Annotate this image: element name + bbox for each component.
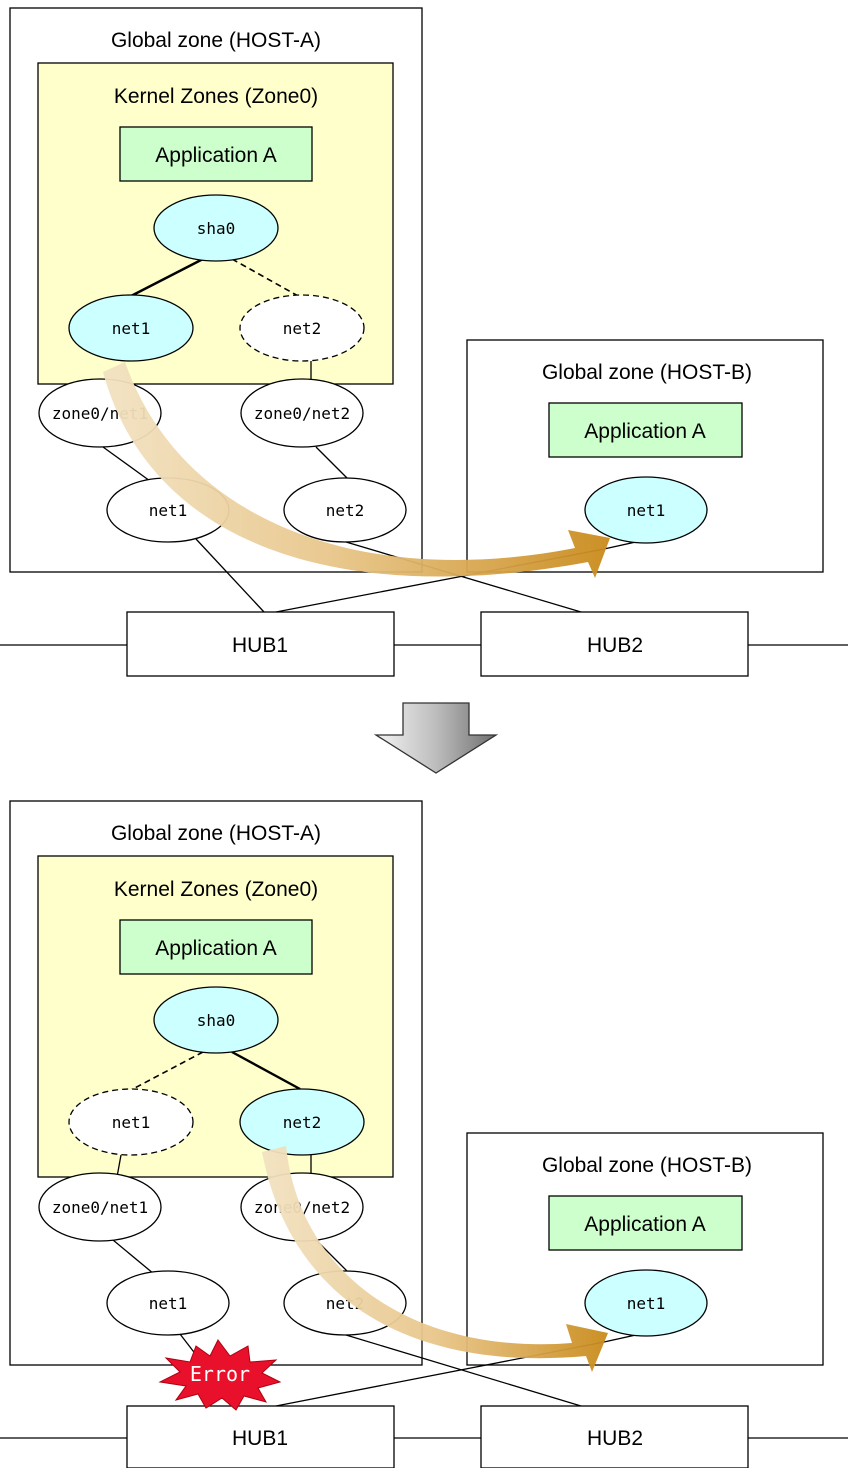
hub2-label: HUB2 [587, 1427, 643, 1450]
link-sha-net2 [231, 1050, 301, 1091]
after-scenario: Global zone (HOST-A) Kernel Zones (Zone0… [0, 800, 848, 1468]
host-b-net1-label: net1 [627, 501, 666, 520]
host-b-title: Global zone (HOST-B) [542, 361, 752, 384]
before-scenario: Global zone (HOST-A) Kernel Zones (Zone0… [0, 7, 848, 677]
host-b-app-box [548, 1195, 743, 1251]
host-b-title: Global zone (HOST-B) [542, 1154, 752, 1177]
hub1-label: HUB1 [232, 1427, 288, 1450]
link-net1-vnic1 [116, 1154, 122, 1178]
explosion-icon [158, 1339, 282, 1411]
link-phys2-hub2 [345, 1334, 582, 1407]
link-vnic2-phys2 [315, 446, 350, 481]
hub1-box [126, 1405, 395, 1468]
phys1-label: net1 [149, 1294, 188, 1313]
sha0-node [153, 194, 279, 262]
sha0-label: sha0 [197, 1011, 236, 1030]
error-label: Error [190, 1362, 250, 1386]
zone-net1-node [68, 1088, 194, 1156]
host-b-app-box [548, 402, 743, 458]
phys2-label: net2 [326, 501, 365, 520]
app-a-label: Application A [155, 144, 276, 167]
link-vnic1-phys1 [102, 446, 151, 482]
sha0-node [153, 986, 279, 1054]
app-a-label: Application A [155, 937, 276, 960]
phys1-label: net1 [149, 501, 188, 520]
zone-net2-node [239, 294, 365, 362]
vnic1-label: zone0/net1 [52, 1198, 148, 1217]
phys2-node [283, 477, 407, 543]
link-vnic1-phys1 [112, 1239, 155, 1275]
host-a-title: Global zone (HOST-A) [111, 29, 321, 52]
hub2-label: HUB2 [587, 634, 643, 657]
link-sha-net2 [231, 258, 301, 298]
zone-net1-label: net1 [112, 1113, 151, 1132]
app-a-box [119, 919, 313, 975]
sha0-label: sha0 [197, 219, 236, 238]
host-b-app-label: Application A [584, 1213, 705, 1236]
hub2-box [480, 611, 749, 677]
zone-net1-node [68, 294, 194, 362]
hub1-box [126, 611, 395, 677]
link-sha-net1 [130, 257, 204, 298]
link-phys2-hub2 [345, 541, 582, 613]
zone-net2-node [239, 1088, 365, 1156]
zone-net1-label: net1 [112, 319, 151, 338]
host-b-net1-node [584, 476, 708, 544]
vnic1-node [38, 1172, 162, 1242]
host-b-net1-node [584, 1269, 708, 1337]
kernel-zone-title: Kernel Zones (Zone0) [114, 85, 318, 108]
host-b-net1-label: net1 [627, 1294, 666, 1313]
down-arrow-icon [373, 702, 499, 774]
vnic2-node [240, 378, 364, 448]
kernel-zone-title: Kernel Zones (Zone0) [114, 878, 318, 901]
host-b-app-label: Application A [584, 420, 705, 443]
hub1-label: HUB1 [232, 634, 288, 657]
app-a-box [119, 126, 313, 182]
hub2-box [480, 1405, 749, 1468]
phys1-node [106, 1270, 230, 1336]
link-phys1-hub1 [195, 538, 265, 613]
curved-arrow-icon [262, 1146, 608, 1372]
vnic2-label: zone0/net2 [254, 404, 350, 423]
host-a-title: Global zone (HOST-A) [111, 822, 321, 845]
zone-net2-label: net2 [283, 1113, 322, 1132]
curved-arrow-icon [103, 362, 610, 578]
link-sha-net1 [130, 1051, 204, 1091]
zone-net2-label: net2 [283, 319, 322, 338]
error-badge: Error [158, 1339, 282, 1411]
